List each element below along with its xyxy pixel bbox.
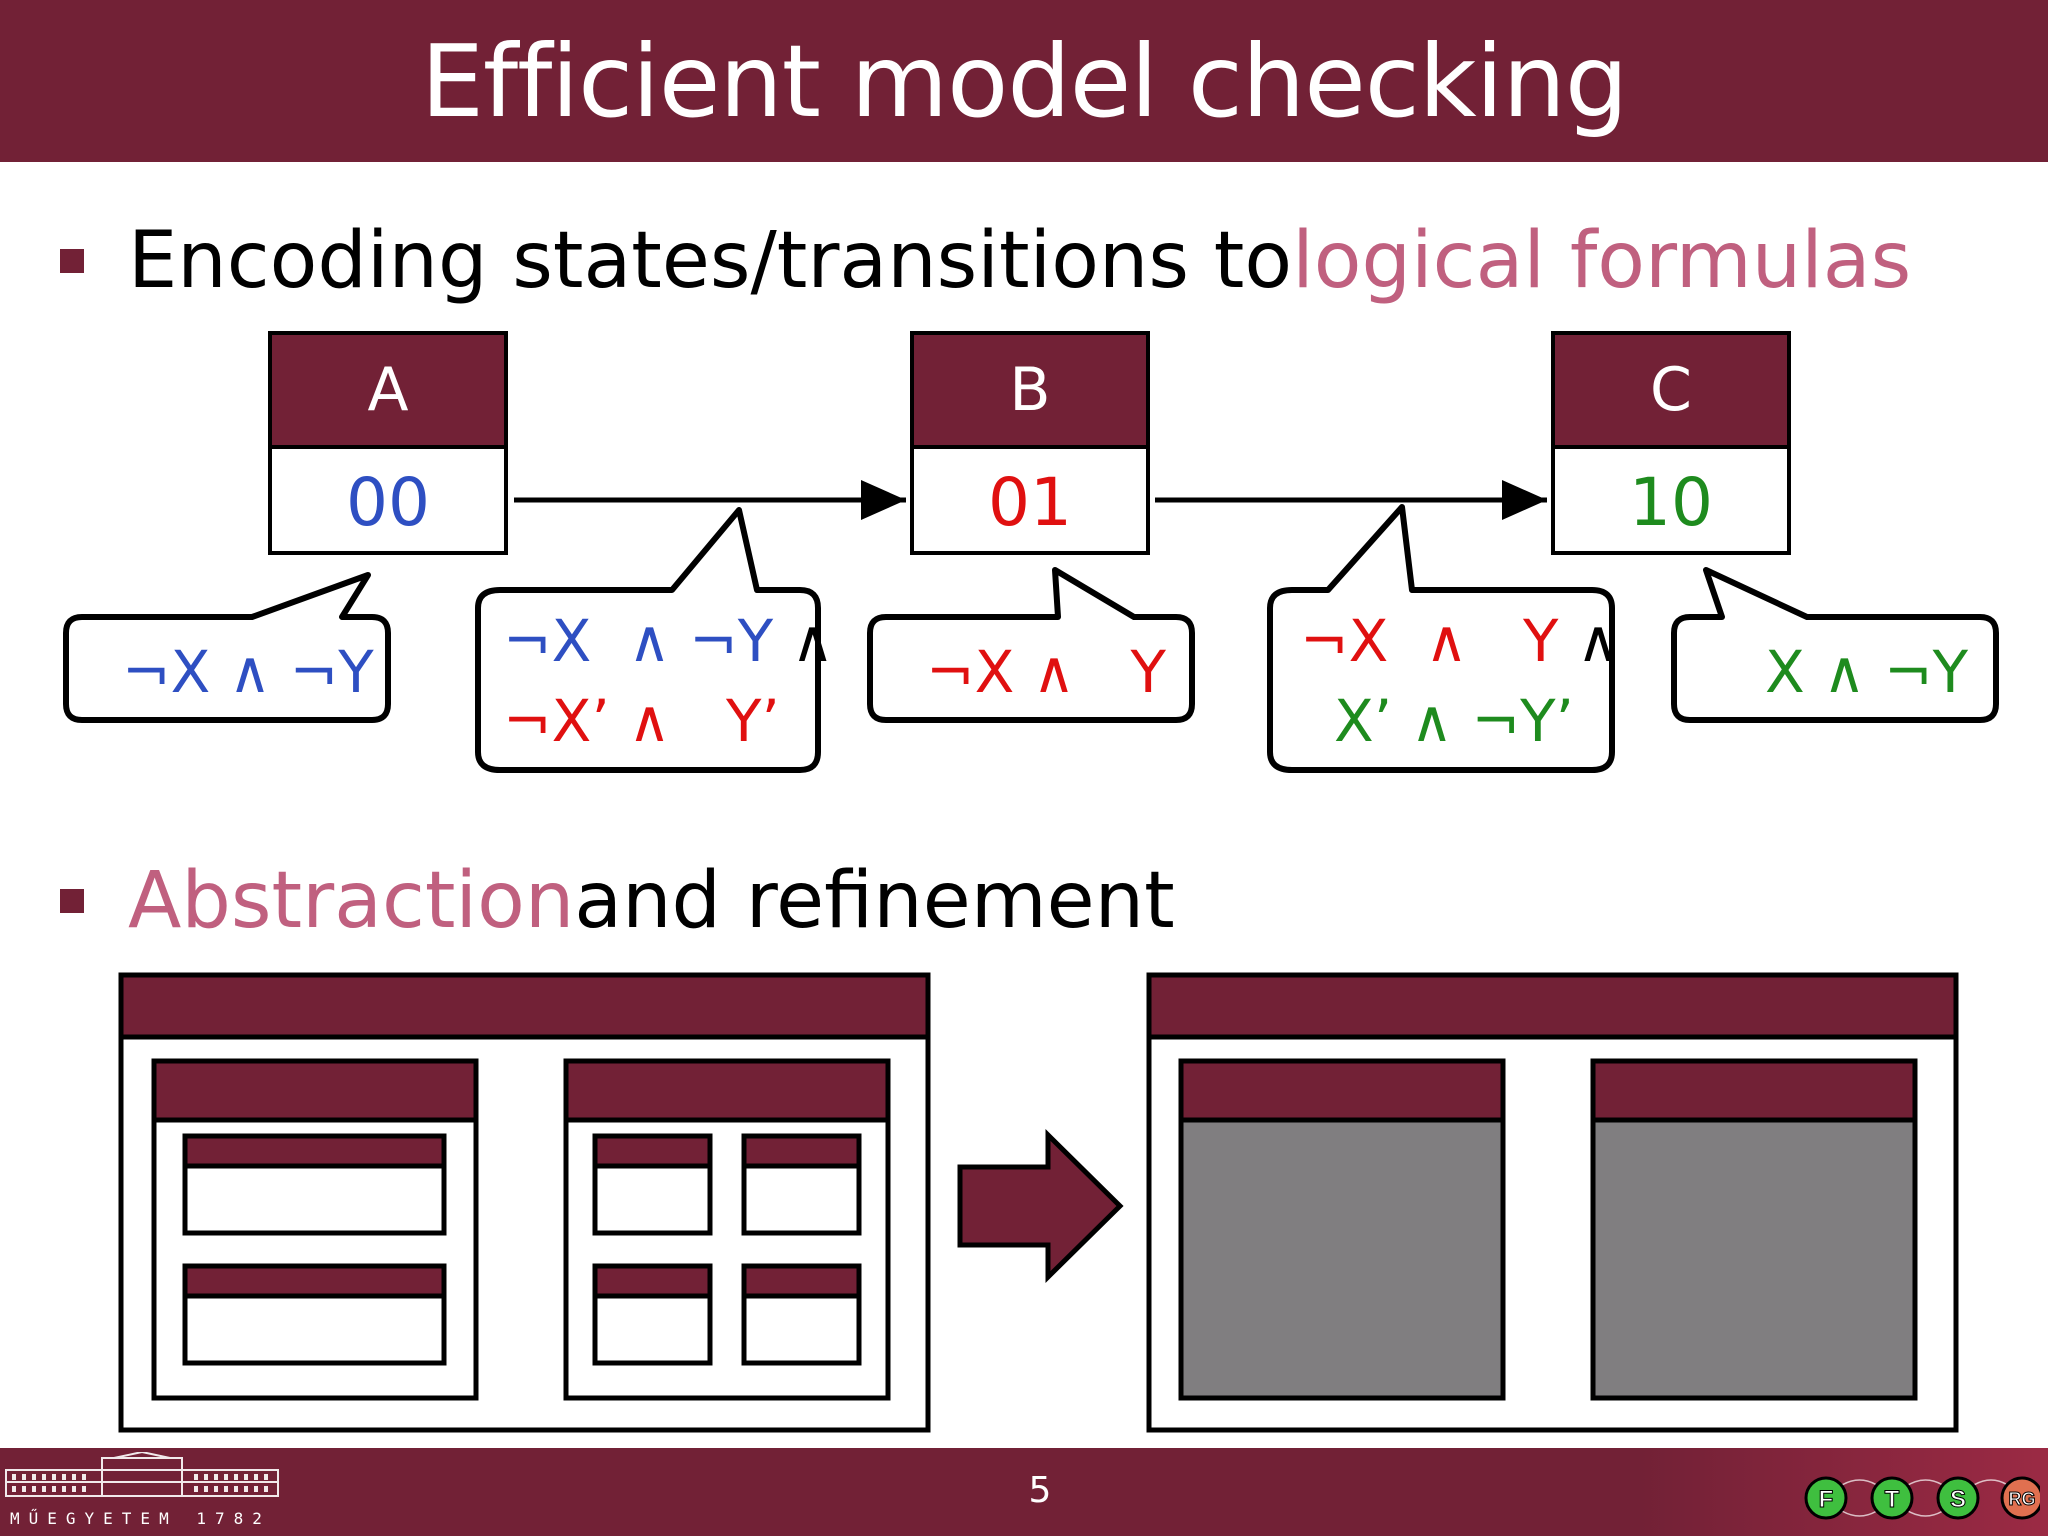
formula-trans-bc-line1-and: ∧ — [1558, 607, 1620, 675]
logo-letter-s: S — [1950, 1486, 1966, 1513]
state-c: C 10 — [1551, 331, 1791, 555]
state-b-code: 01 — [988, 463, 1072, 541]
formula-trans-bc-line2: X’ ∧ ¬Y’ — [1334, 687, 1574, 755]
formula-trans-ab-line1: ¬X ∧ ¬Y ∧ — [503, 612, 834, 670]
refinement-arrow-icon — [957, 1129, 1124, 1283]
bullet-text: and refinement — [574, 856, 1175, 946]
callout-transition-bc — [1267, 504, 1615, 773]
formula-trans-bc-line1: ¬X ∧ Y ∧ — [1300, 612, 1619, 670]
logo-letter-t: T — [1885, 1486, 1900, 1513]
callout-state-c — [1671, 567, 1999, 723]
university-building-logo-icon — [5, 1452, 279, 1497]
state-a-code: 00 — [346, 463, 430, 541]
bullet-highlight: logical formulas — [1292, 216, 1912, 306]
university-logo-text: MŰEGYETEM 1782 — [10, 1509, 271, 1528]
formula-state-b: ¬X ∧ Y — [926, 638, 1166, 706]
state-b: B 01 — [910, 331, 1150, 555]
state-b-name: B — [914, 335, 1146, 449]
detailed-model — [118, 972, 931, 1433]
bullet-encoding: Encoding states/transitions to logical f… — [60, 216, 1911, 306]
slide-title: Efficient model checking — [420, 22, 1629, 140]
formula-trans-bc-line1-red: ¬X ∧ Y — [1300, 607, 1559, 675]
callout-state-b — [867, 567, 1195, 723]
logo-letter-rg: RG — [2009, 1489, 2036, 1509]
formula-state-a: ¬X ∧ ¬Y — [122, 638, 374, 706]
state-a-name: A — [272, 335, 504, 449]
state-c-name: C — [1555, 335, 1787, 449]
ftsrg-logo-icon: F T S RG — [1804, 1476, 2040, 1520]
abstract-model — [1146, 972, 1959, 1433]
state-c-code: 10 — [1629, 463, 1713, 541]
callout-transition-ab — [475, 507, 821, 773]
bullet-abstraction: Abstraction and refinement — [60, 856, 1175, 946]
state-a: A 00 — [268, 331, 508, 555]
bullet-text: Encoding states/transitions to — [128, 216, 1293, 306]
formula-trans-ab-line1-blue: ¬X ∧ ¬Y — [503, 607, 774, 675]
logo-letter-f: F — [1819, 1486, 1834, 1513]
formula-trans-ab-line1-and: ∧ — [773, 607, 835, 675]
bullet-square-icon — [60, 889, 84, 913]
title-bar — [0, 0, 2048, 162]
bullet-highlight: Abstraction — [128, 856, 575, 946]
page-number: 5 — [1028, 1470, 1052, 1511]
callout-state-a — [63, 572, 391, 723]
formula-trans-ab-line2: ¬X’ ∧ Y’ — [503, 687, 780, 755]
footer-bar — [0, 1448, 2048, 1536]
formula-state-c: X ∧ ¬Y — [1765, 638, 1969, 706]
bullet-square-icon — [60, 249, 84, 273]
